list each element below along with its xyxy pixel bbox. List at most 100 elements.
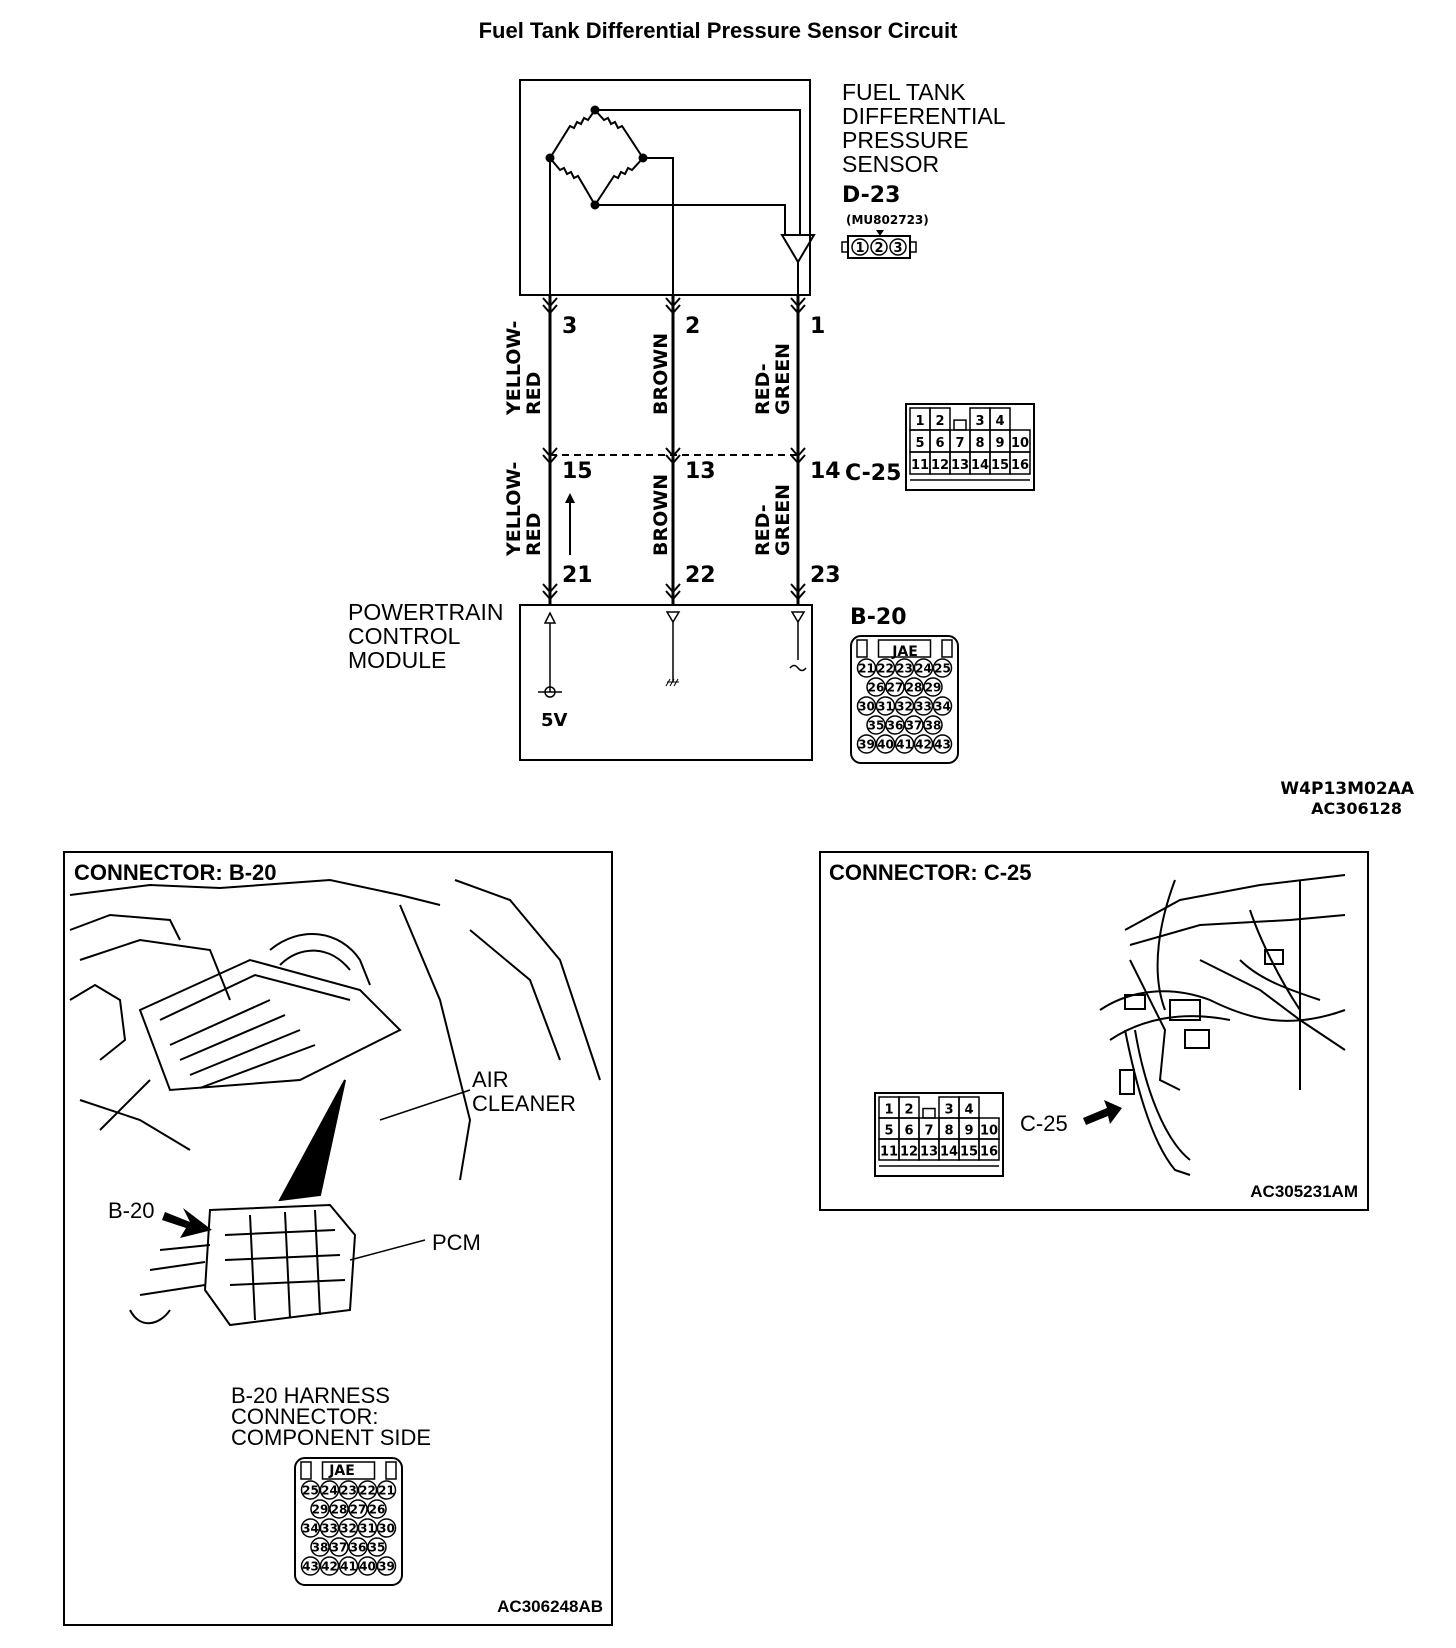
sensor-pin-1: 1	[810, 314, 825, 339]
c25-connector-id: C-25	[845, 461, 901, 486]
b20-schematic-pin-38: 38	[925, 718, 942, 732]
harness-jae-label: JAE	[328, 1463, 355, 1479]
b20-harness-pin-26: 26	[369, 1502, 386, 1516]
panel-b20-title: CONNECTOR: B-20	[74, 860, 277, 885]
b20-schematic-pin-22: 22	[877, 661, 894, 675]
b20-schematic-pin-37: 37	[906, 718, 923, 732]
c25-harness-pin-6: 6	[904, 1123, 913, 1138]
cleaner-label: CLEANER	[472, 1091, 576, 1116]
c25-pin-14: 14	[810, 459, 841, 484]
b20-harness-pin-30: 30	[378, 1521, 395, 1535]
c25-schematic-pin-14: 14	[971, 458, 989, 473]
b20-schematic-pin-27: 27	[887, 680, 904, 694]
c25-schematic-pin-3: 3	[975, 414, 984, 429]
b20-harness-pin-27: 27	[350, 1502, 367, 1516]
sensor-label-2: DIFFERENTIAL	[842, 103, 1006, 129]
b20-harness-pin-43: 43	[302, 1559, 319, 1573]
b20-harness-pin-37: 37	[331, 1540, 348, 1554]
svg-text:GREEN: GREEN	[772, 343, 794, 415]
wire-color-lower-1: YELLOW- RED	[503, 462, 545, 557]
signal-arrow-icon	[565, 493, 575, 555]
svg-text:BROWN: BROWN	[650, 474, 672, 556]
b20-schematic-pin-36: 36	[887, 718, 904, 732]
b20-schematic-pin-30: 30	[858, 699, 875, 713]
sensor-label-3: PRESSURE	[842, 127, 969, 153]
c25-schematic-pin-15: 15	[991, 458, 1009, 473]
b20-schematic-pin-32: 32	[896, 699, 913, 713]
wire-color-lower-3: RED- GREEN	[752, 484, 794, 556]
b20-schematic-pin-29: 29	[925, 680, 942, 694]
b20-harness-pin-31: 31	[359, 1521, 376, 1535]
harness-label-3: COMPONENT SIDE	[231, 1425, 431, 1450]
ref-code-2: AC306128	[1311, 799, 1402, 818]
d23-pin-3: 3	[893, 241, 902, 256]
b20-connector-id: B-20	[850, 605, 907, 630]
c25-harness-pin-1: 1	[884, 1102, 893, 1117]
b20-harness-pin-35: 35	[369, 1540, 386, 1554]
c25-schematic-pin-5: 5	[915, 436, 924, 451]
svg-text:BROWN: BROWN	[650, 333, 672, 415]
panel-b20-code: AC306248AB	[497, 1597, 603, 1616]
sensor-connector-id: D-23	[842, 183, 900, 208]
air-label: AIR	[472, 1067, 509, 1092]
b20-schematic-pin-23: 23	[896, 661, 913, 675]
c25-callout-arrow-icon	[1083, 1100, 1122, 1125]
c25-harness-pin-14: 14	[940, 1144, 958, 1159]
c25-harness-pin-12: 12	[900, 1144, 918, 1159]
svg-text:RED: RED	[523, 513, 545, 556]
d23-connector: 1 2 3	[841, 230, 917, 259]
sensor-label-4: SENSOR	[842, 151, 939, 177]
b20-harness-pin-38: 38	[312, 1540, 329, 1554]
b20-harness-pin-22: 22	[359, 1483, 376, 1497]
b20-callout-label: B-20	[108, 1198, 154, 1223]
b20-schematic-pin-43: 43	[934, 737, 951, 751]
c25-schematic-pin-12: 12	[931, 458, 949, 473]
pcm-box	[519, 604, 813, 761]
b20-schematic-pin-21: 21	[858, 661, 875, 675]
b20-schematic-pin-39: 39	[858, 737, 875, 751]
wire-harness	[548, 295, 800, 605]
pcm-callout-label: PCM	[432, 1230, 481, 1255]
c25-schematic-pin-16: 16	[1011, 458, 1029, 473]
c25-pin-15: 15	[562, 459, 593, 484]
wire-color-upper-2: BROWN	[650, 333, 672, 415]
b20-harness-pin-28: 28	[331, 1502, 348, 1516]
svg-text:RED-: RED-	[752, 363, 774, 415]
b20-harness-pin-42: 42	[321, 1559, 338, 1573]
sensor-box	[519, 79, 816, 296]
c25-harness-pin-10: 10	[980, 1123, 998, 1138]
d23-pin-2: 2	[874, 241, 883, 256]
pcm-label-3: MODULE	[348, 647, 446, 673]
b20-harness-pin-40: 40	[359, 1559, 376, 1573]
panel-c25-code: AC305231AM	[1250, 1182, 1358, 1201]
svg-text:RED: RED	[523, 372, 545, 415]
b20-schematic-pin-35: 35	[868, 718, 885, 732]
pcm-label-1: POWERTRAIN	[348, 599, 503, 625]
wire-color-lower-2: BROWN	[650, 474, 672, 556]
svg-text:GREEN: GREEN	[772, 484, 794, 556]
c25-harness-pin-13: 13	[920, 1144, 938, 1159]
wire-color-upper-1: YELLOW- RED	[503, 321, 545, 416]
harness-label-1: B-20 HARNESS	[231, 1383, 390, 1408]
ref-code-1: W4P13M02AA	[1280, 779, 1414, 799]
c25-schematic-pin-13: 13	[951, 458, 969, 473]
c25-callout-label: C-25	[1020, 1111, 1068, 1136]
b20-schematic-pin-42: 42	[915, 737, 932, 751]
b20-schematic-pin-24: 24	[915, 661, 932, 675]
sensor-pin-3: 3	[562, 314, 577, 339]
c25-schematic-pin-10: 10	[1011, 436, 1029, 451]
c25-harness-pin-2: 2	[904, 1102, 913, 1117]
c25-schematic-pin-11: 11	[911, 458, 929, 473]
c25-pin-13: 13	[685, 459, 716, 484]
c25-harness-pin-8: 8	[944, 1123, 953, 1138]
b20-harness-pin-25: 25	[302, 1483, 319, 1497]
b20-schematic-pin-28: 28	[906, 680, 923, 694]
harness-label-2: CONNECTOR:	[231, 1404, 379, 1429]
engine-bay-illustration	[69, 878, 601, 1327]
b20-harness-pin-21: 21	[378, 1483, 395, 1497]
